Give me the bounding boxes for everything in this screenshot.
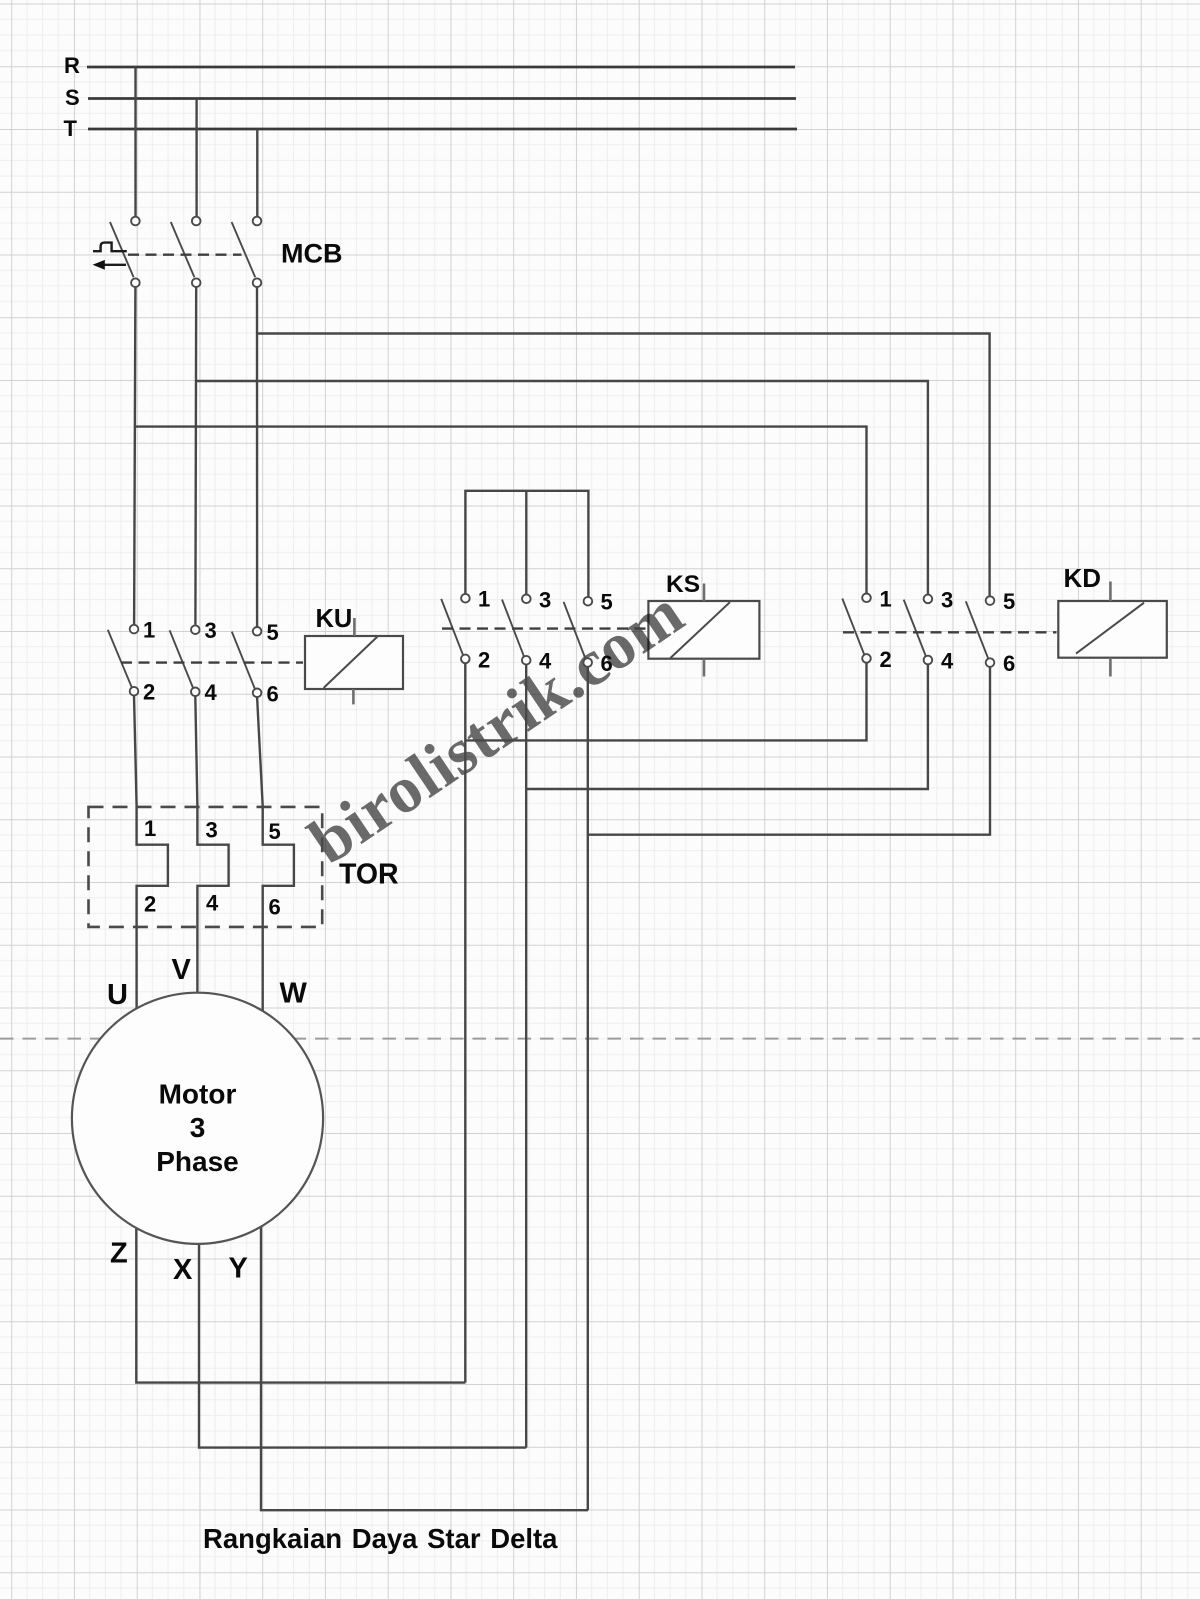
svg-text:3: 3 bbox=[190, 1112, 206, 1143]
svg-text:S: S bbox=[65, 85, 80, 110]
svg-text:5: 5 bbox=[601, 590, 613, 615]
svg-text:V: V bbox=[172, 954, 192, 986]
svg-text:W: W bbox=[280, 978, 308, 1010]
svg-text:Motor: Motor bbox=[159, 1079, 237, 1110]
svg-text:6: 6 bbox=[269, 895, 281, 920]
svg-text:Z: Z bbox=[110, 1238, 128, 1270]
svg-text:Phase: Phase bbox=[156, 1146, 239, 1177]
svg-text:6: 6 bbox=[601, 651, 613, 676]
svg-text:TOR: TOR bbox=[339, 859, 399, 891]
svg-text:3: 3 bbox=[941, 587, 953, 612]
svg-text:4: 4 bbox=[206, 891, 219, 916]
svg-text:2: 2 bbox=[478, 647, 490, 672]
svg-text:KU: KU bbox=[316, 605, 353, 633]
svg-text:KD: KD bbox=[1064, 563, 1102, 593]
svg-text:2: 2 bbox=[144, 892, 156, 917]
svg-text:4: 4 bbox=[205, 680, 218, 705]
svg-text:2: 2 bbox=[880, 647, 892, 672]
svg-text:1: 1 bbox=[143, 618, 155, 643]
svg-text:2: 2 bbox=[143, 680, 155, 705]
svg-text:3: 3 bbox=[206, 818, 218, 843]
svg-text:MCB: MCB bbox=[281, 239, 343, 269]
svg-text:3: 3 bbox=[539, 587, 551, 612]
svg-text:1: 1 bbox=[478, 587, 490, 612]
svg-text:5: 5 bbox=[267, 620, 279, 645]
svg-text:KS: KS bbox=[666, 571, 700, 598]
svg-text:6: 6 bbox=[1003, 651, 1015, 676]
svg-text:3: 3 bbox=[205, 618, 217, 643]
svg-text:U: U bbox=[107, 979, 128, 1011]
svg-text:T: T bbox=[64, 116, 78, 141]
svg-text:R: R bbox=[64, 53, 80, 78]
svg-text:Rangkaian Daya Star Delta: Rangkaian Daya Star Delta bbox=[203, 1523, 558, 1554]
svg-text:4: 4 bbox=[941, 649, 954, 674]
svg-text:1: 1 bbox=[880, 586, 892, 611]
svg-text:5: 5 bbox=[1003, 589, 1015, 614]
svg-text:6: 6 bbox=[267, 682, 279, 707]
svg-text:4: 4 bbox=[539, 649, 552, 674]
svg-text:Y: Y bbox=[229, 1253, 248, 1285]
svg-text:1: 1 bbox=[144, 816, 156, 841]
svg-text:5: 5 bbox=[269, 819, 281, 844]
svg-text:X: X bbox=[173, 1254, 193, 1286]
